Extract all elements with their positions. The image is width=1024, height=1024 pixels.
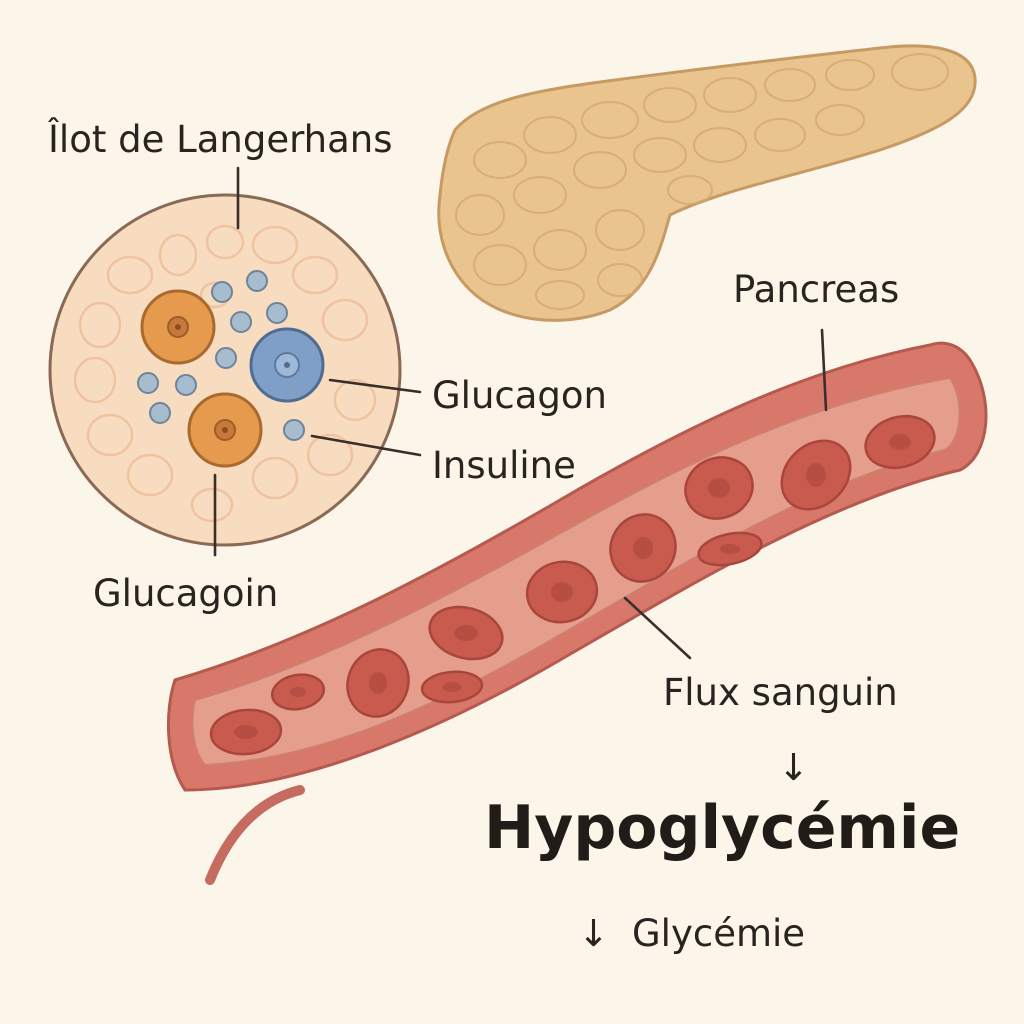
granules — [137, 270, 305, 441]
blood-vessel — [167, 341, 988, 885]
alpha-cell-bottom — [187, 392, 263, 468]
islet-of-langerhans — [48, 193, 402, 547]
insulin-leader-line — [310, 434, 422, 457]
glycemia-down-arrow: ↓ — [578, 912, 609, 955]
insulin-label: Insuline — [432, 444, 576, 487]
glucagoin-label: Glucagoin — [93, 572, 278, 615]
alpha-cell-top — [140, 289, 216, 365]
glucagon-label: Glucagon — [432, 374, 607, 417]
beta-cell — [249, 327, 325, 403]
hypoglycemia-title: Hypoglycémie — [484, 793, 960, 863]
pancreas-organ — [437, 44, 977, 322]
blood-flow-leader-line — [623, 596, 692, 660]
glycemia-label: Glycémie — [632, 912, 805, 955]
islet-label: Îlot de Langerhans — [47, 117, 393, 161]
blood-flow-label: Flux sanguin — [663, 671, 898, 714]
leader-lines — [213, 166, 828, 660]
pancreas-leader-line — [820, 328, 828, 412]
glucagon-leader-line — [328, 378, 422, 394]
pancreas-label: Pancreas — [733, 268, 899, 311]
flow-down-arrow: ↓ — [778, 746, 809, 789]
